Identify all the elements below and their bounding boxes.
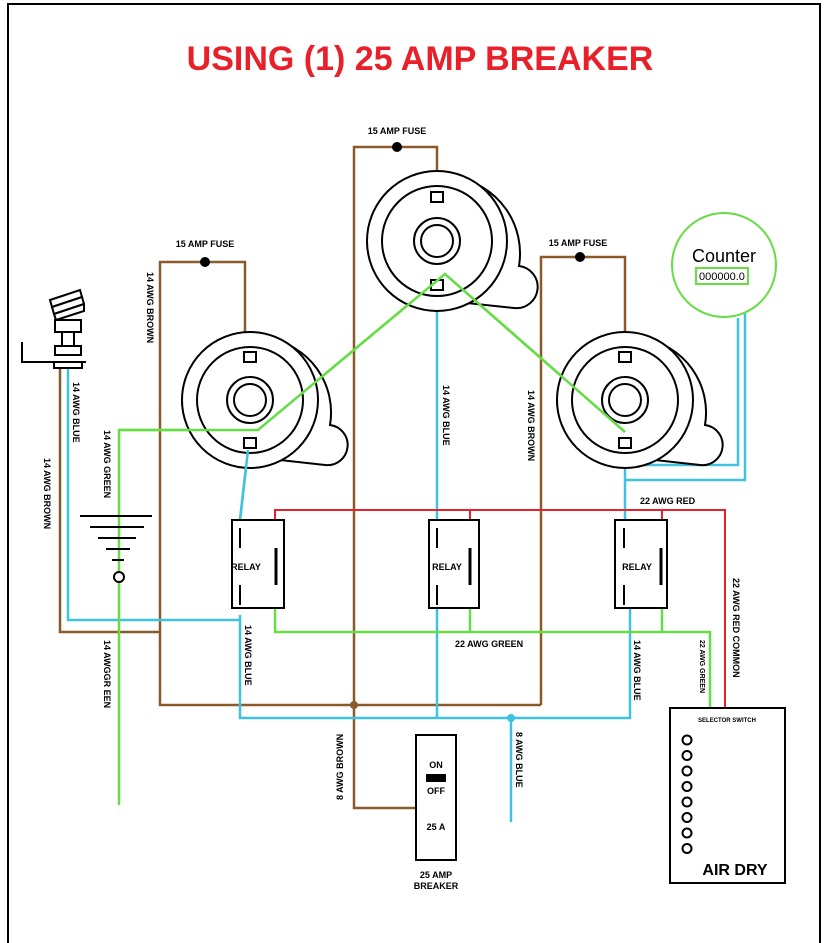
label-brown-main: 8 AWG BROWN [335, 734, 345, 800]
lamp-socket-icon [21, 288, 86, 369]
relay-center-label: RELAY [432, 562, 462, 572]
selector-positions[interactable] [681, 734, 693, 854]
fuse-right-label: 15 AMP FUSE [549, 238, 608, 248]
selector-position-1[interactable] [681, 734, 693, 746]
breaker-on: ON [429, 760, 443, 770]
fuse-right-dot [575, 252, 585, 262]
label-blue-relay-left: 14 AWG BLUE [243, 625, 253, 686]
diagram-border [7, 3, 821, 943]
counter-value: 000000.0 [699, 271, 745, 283]
label-blue-main: 8 AWG BLUE [514, 732, 524, 788]
blue-wires [66, 292, 747, 822]
blue-wire-overlay [238, 449, 250, 521]
fuse-left-label: 15 AMP FUSE [176, 239, 235, 249]
brown-wires [58, 145, 627, 810]
selector-position-4[interactable] [681, 781, 693, 792]
fuse-left-dot [200, 257, 210, 267]
label-blue-left: 14 AWG BLUE [71, 382, 81, 443]
label-green-left: 14 AWG GREEN [102, 430, 112, 498]
selector-position-2[interactable] [681, 750, 693, 761]
relay-center: RELAY [428, 519, 480, 609]
selector-position-7[interactable] [681, 827, 693, 839]
fuse-center-dot [392, 142, 402, 152]
label-blue-relay-right: 14 AWG BLUE [632, 640, 642, 701]
breaker-caption-1: 25 AMP [420, 870, 452, 880]
junction-brown [350, 701, 358, 709]
label-brown-left-top: 14 AWG BROWN [145, 272, 155, 343]
junction-blue [507, 714, 515, 722]
counter-display [695, 267, 749, 285]
counter-device: Counter 000000.0 [671, 212, 777, 318]
selector-label: AIR DRY [702, 862, 768, 879]
relay-left-label: RELAY [231, 562, 261, 572]
fan-motor-icon [365, 170, 539, 312]
counter-label: Counter [692, 246, 756, 266]
selector-title: SELECTOR SWITCH [698, 718, 756, 724]
relay-right: RELAY [614, 519, 668, 609]
fan-motor-icon [180, 331, 349, 469]
label-green-bottom: 22 AWG GREEN [455, 639, 523, 649]
selector-position-6[interactable] [681, 812, 693, 823]
green-wire-overlay [119, 272, 626, 433]
label-red-common: 22 AWG RED COMMON [731, 578, 741, 678]
fan-motor-icon [555, 331, 724, 469]
selector-position-5[interactable] [681, 796, 693, 808]
breaker-rating: 25 A [427, 822, 446, 832]
selector-position-3[interactable] [681, 765, 693, 777]
selector-position-8[interactable] [681, 843, 693, 854]
relay-left: RELAY [231, 519, 285, 609]
breaker-off: OFF [427, 786, 445, 796]
label-ground-green: 14 AWGGR EEN [102, 640, 112, 708]
label-green-selector: 22 AWG GREEN [698, 640, 705, 693]
breaker-caption-2: BREAKER [414, 881, 459, 891]
diagram-title: USING (1) 25 AMP BREAKER [187, 40, 654, 78]
red-wires [274, 509, 726, 708]
ground-symbol-icon [80, 515, 152, 583]
label-brown-far-left: 14 AWG BROWN [42, 458, 52, 529]
breaker-toggle[interactable] [426, 774, 446, 782]
label-brown-right: 14 AWG BROWN [526, 390, 536, 461]
fuse-center-label: 15 AMP FUSE [368, 126, 427, 136]
breaker-icon: ON OFF 25 A [415, 734, 457, 861]
relay-right-label: RELAY [622, 562, 652, 572]
label-red-top: 22 AWG RED [640, 496, 696, 506]
label-blue-center: 14 AWG BLUE [441, 385, 451, 446]
selector-switch: SELECTOR SWITCH AIR DRY [669, 707, 786, 884]
